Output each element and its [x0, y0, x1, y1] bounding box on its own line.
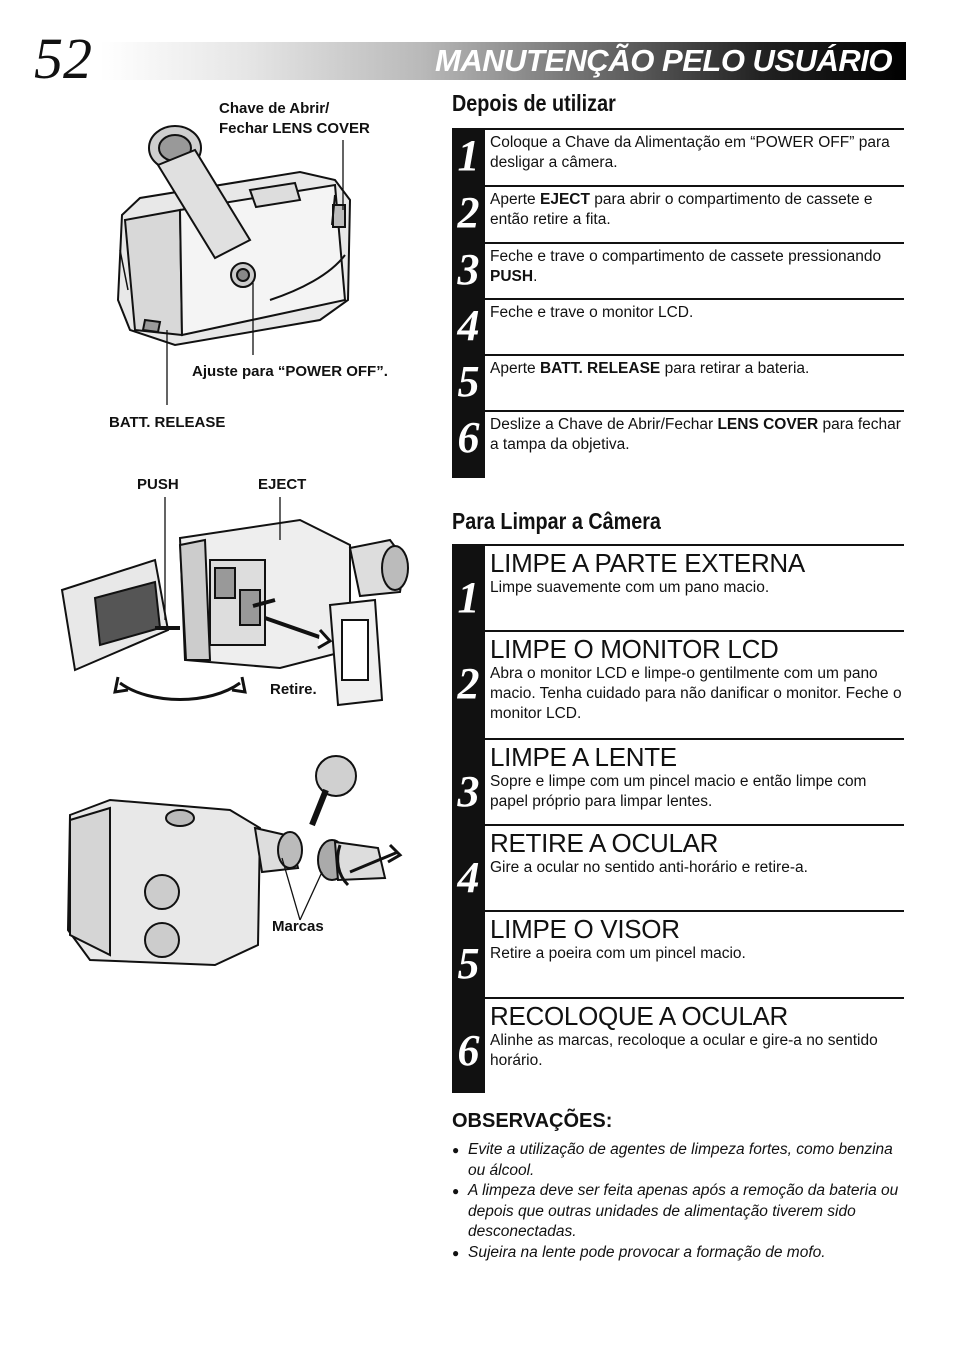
step-text: Feche e trave o compartimento de cassete…: [490, 248, 882, 285]
step-text: Deslize a Chave de Abrir/Fechar LENS COV…: [490, 416, 901, 453]
step-text: Limpe suavemente com um pano macio.: [490, 579, 770, 596]
page-title: MANUTENÇÃO PELO USUÁRIO: [435, 43, 892, 78]
step-title: RETIRE A OCULAR: [490, 828, 719, 858]
after-use-step: 4 Feche e trave o monitor LCD.: [452, 298, 904, 354]
camcorder-illustrations: [60, 125, 409, 967]
step-number: 3: [457, 245, 480, 294]
page-number: 52: [34, 26, 92, 91]
notes-heading: OBSERVAÇÕES:: [452, 1110, 613, 1132]
step-text: Abra o monitor LCD e limpe-o gentilmente…: [490, 665, 902, 722]
camcorder-figure-top: [116, 125, 352, 405]
notes-list: Evite a utilização de agentes de limpeza…: [452, 1140, 904, 1263]
step-text: Aperte EJECT para abrir o compartimento …: [490, 191, 873, 228]
step-title: LIMPE A LENTE: [490, 742, 677, 772]
step-number-bar: 5: [452, 354, 485, 410]
callout-push: PUSH: [137, 476, 179, 493]
step-text: Coloque a Chave da Alimentação em “POWER…: [490, 134, 890, 171]
camcorder-figure-cassette: [60, 497, 409, 707]
step-text: Feche e trave o monitor LCD.: [490, 304, 694, 321]
callout-power-off: Ajuste para “POWER OFF”.: [192, 363, 388, 380]
step-text: Gire a ocular no sentido anti-horário e …: [490, 859, 808, 876]
step-number: 2: [457, 659, 480, 708]
step-number: 5: [457, 939, 480, 988]
header-bar: MANUTENÇÃO PELO USUÁRIO: [100, 42, 906, 80]
step-number-bar: 6: [452, 410, 485, 478]
callout-retire: Retire.: [270, 681, 317, 698]
step-number-bar: 1: [452, 128, 485, 185]
callout-lens-cover: Chave de Abrir/ Fechar LENS COVER: [219, 100, 370, 137]
step-text: Retire a poeira com um pincel macio.: [490, 945, 746, 962]
step-title: LIMPE A PARTE EXTERNA: [490, 548, 805, 578]
callout-batt-release: BATT. RELEASE: [109, 414, 226, 431]
callout-eject: EJECT: [258, 476, 307, 493]
step-number: 3: [457, 767, 480, 816]
step-title: LIMPE O MONITOR LCD: [490, 634, 779, 664]
step-text: Aperte BATT. RELEASE para retirar a bate…: [490, 360, 810, 377]
step-number-bar: 4: [452, 298, 485, 354]
step-number: 4: [457, 301, 480, 350]
step-number-bar: 2: [452, 185, 485, 242]
step-number-bar: 3: [452, 242, 485, 298]
callout-marcas: Marcas: [272, 918, 324, 935]
step-title: RECOLOQUE A OCULAR: [490, 1001, 789, 1031]
step-number: 1: [457, 573, 480, 622]
step-number: 1: [457, 131, 480, 180]
after-use-steps: 1 Coloque a Chave da Alimentação em “POWE…: [452, 128, 904, 478]
after-use-step: 5 Aperte BATT. RELEASE para retirar a bat…: [452, 354, 904, 410]
section-heading-after-use: Depois de utilizar: [452, 90, 616, 116]
note-item: Evite a utilização de agentes de limpeza…: [452, 1140, 904, 1181]
section-heading-cleaning: Para Limpar a Câmera: [452, 508, 661, 534]
step-number-bar: 3: [452, 738, 485, 824]
after-use-step: 6 Deslize a Chave de Abrir/Fechar LENS CO…: [452, 410, 904, 478]
step-number-bar: 6: [452, 997, 485, 1093]
camcorder-figure-eyepiece: [66, 755, 403, 967]
step-number-bar: 2: [452, 630, 485, 738]
step-number: 4: [457, 853, 480, 902]
step-number: 5: [457, 357, 480, 406]
step-number: 6: [457, 1026, 480, 1075]
step-number: 2: [457, 188, 480, 237]
note-item: A limpeza deve ser feita apenas após a r…: [452, 1181, 904, 1243]
step-title: LIMPE O VISOR: [490, 914, 680, 944]
after-use-step: 2 Aperte EJECT para abrir o compartimento…: [452, 185, 904, 242]
after-use-step: 3 Feche e trave o compartimento de casset…: [452, 242, 904, 298]
after-use-step: 1 Coloque a Chave da Alimentação em “POWE…: [452, 128, 904, 185]
step-number: 6: [457, 413, 480, 462]
step-text: Sopre e limpe com um pincel macio e entã…: [490, 773, 867, 810]
step-number-bar: 5: [452, 910, 485, 997]
step-text: Alinhe as marcas, recoloque a ocular e g…: [490, 1032, 878, 1069]
note-item: Sujeira na lente pode provocar a formaçã…: [452, 1243, 904, 1264]
step-number-bar: 4: [452, 824, 485, 910]
step-number-bar: 1: [452, 544, 485, 630]
